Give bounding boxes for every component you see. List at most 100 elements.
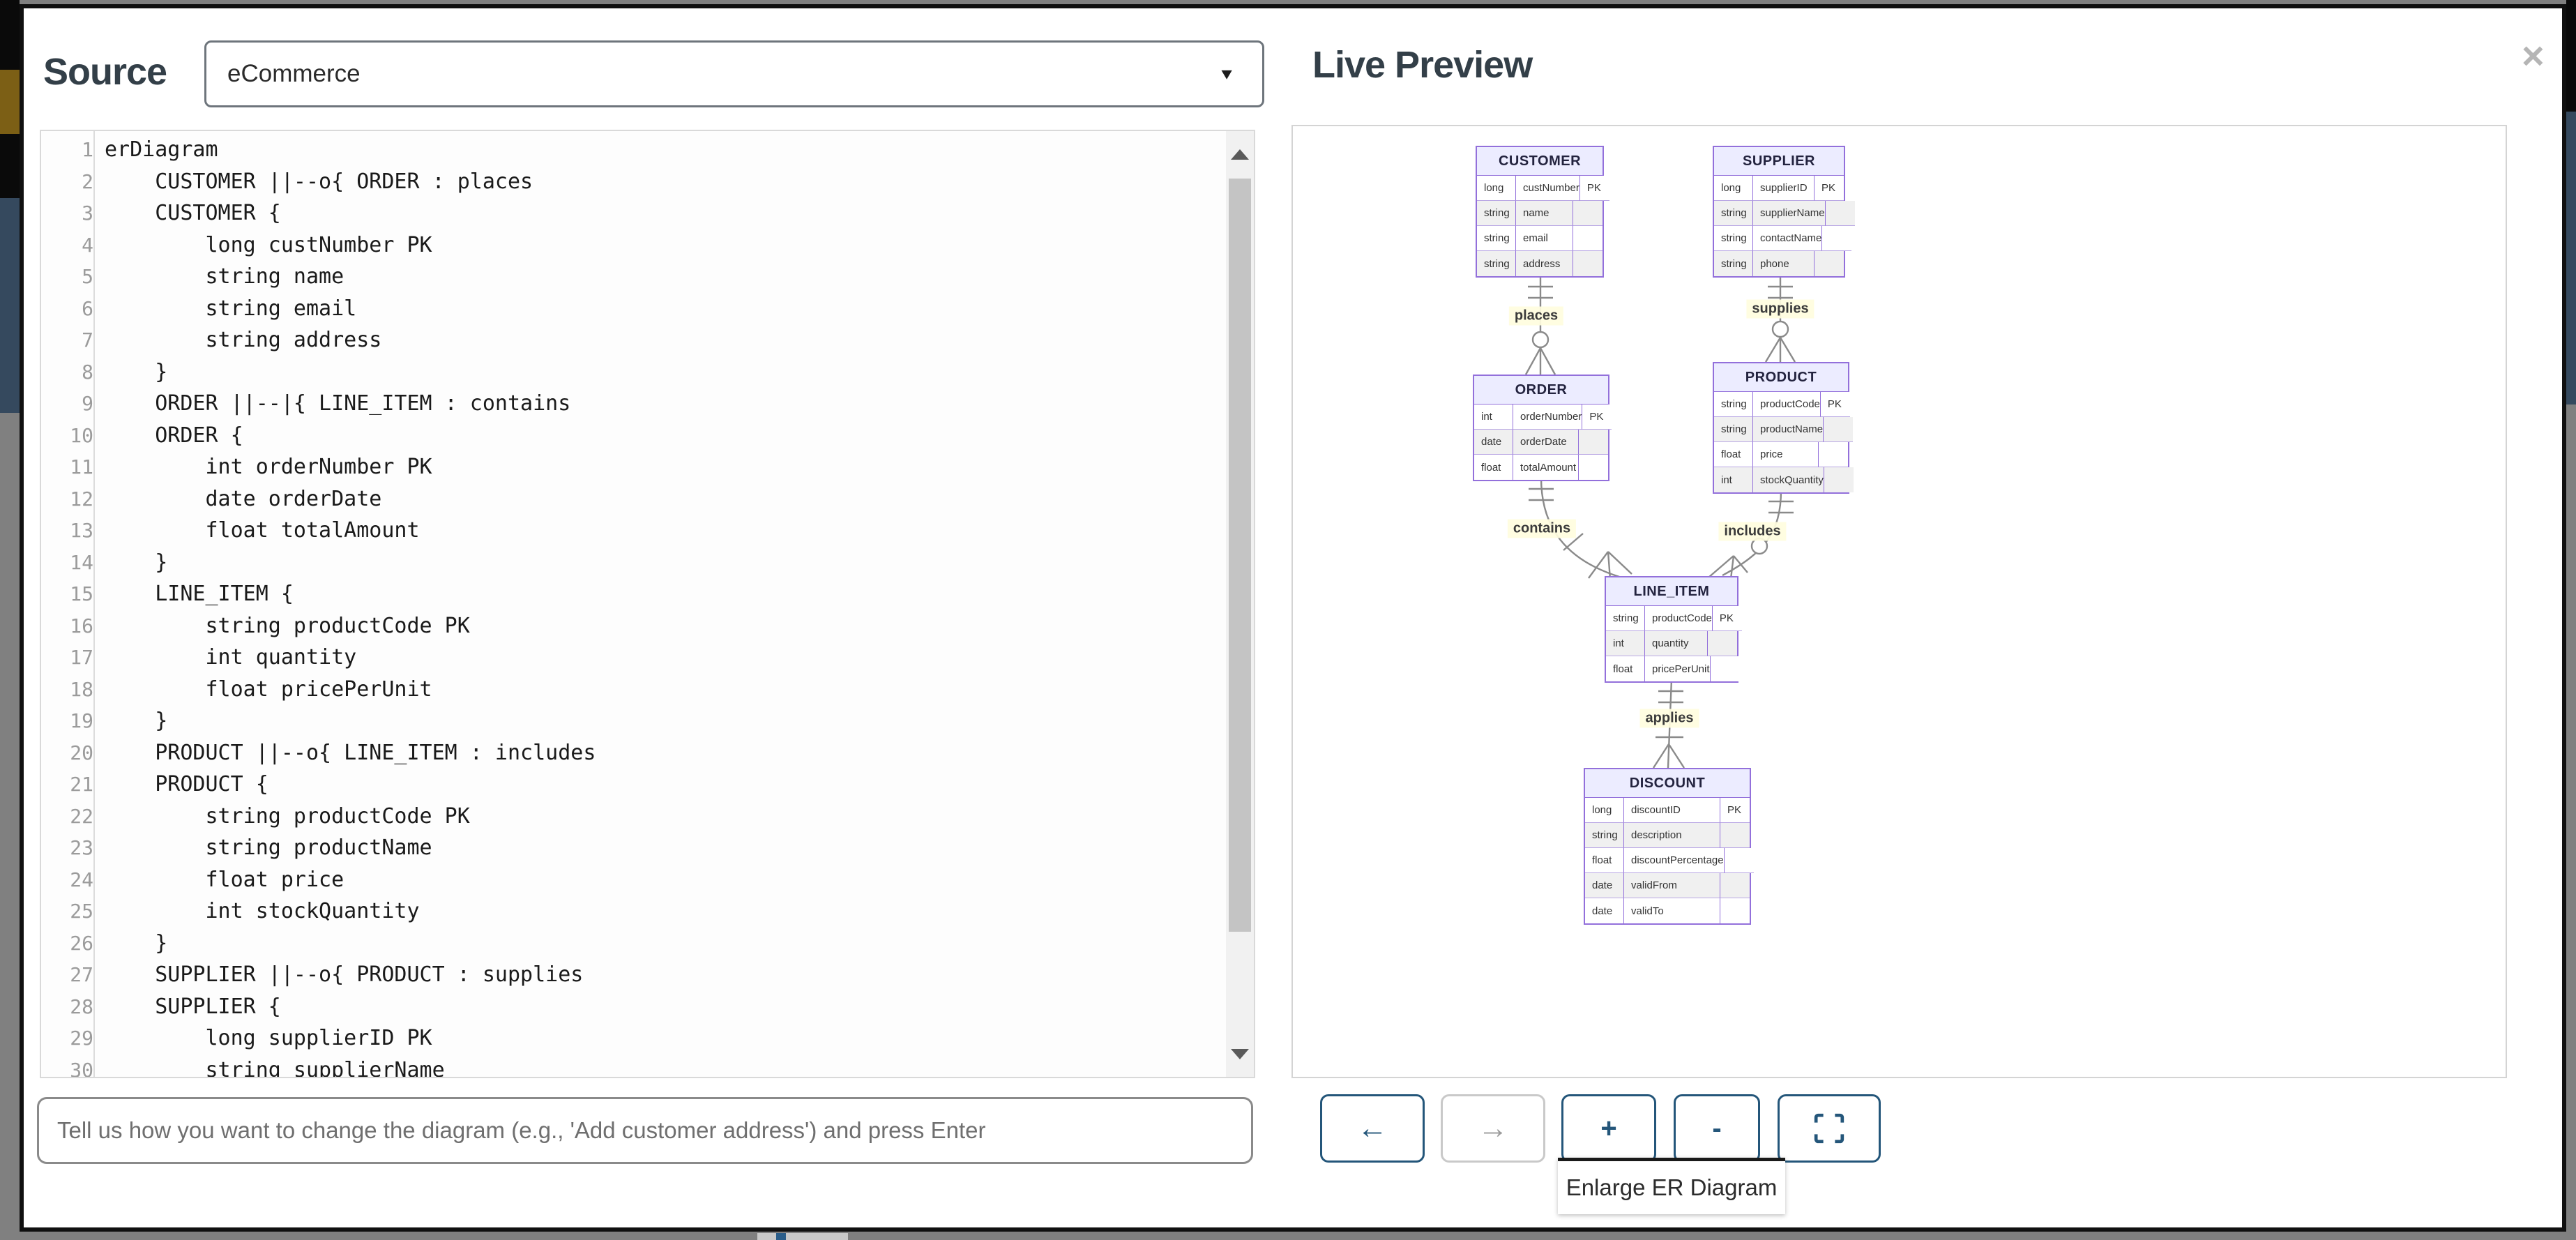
code-text: float totalAmount [105, 518, 420, 543]
attribute-type: string [1714, 417, 1753, 442]
code-line: 16 string productCode PK [41, 610, 1226, 642]
attribute-key [1573, 251, 1603, 276]
background-right-black [2566, 0, 2576, 112]
line-number: 2 [82, 169, 93, 193]
line-number: 22 [70, 804, 93, 828]
zoom-out-button[interactable]: - [1674, 1094, 1760, 1163]
code-line: 28 SUPPLIER { [41, 991, 1226, 1023]
attribute-type: string [1606, 606, 1645, 631]
code-line: 2 CUSTOMER ||--o{ ORDER : places [41, 166, 1226, 198]
line-number: 20 [70, 741, 93, 764]
code-line: 22 string productCode PK [41, 801, 1226, 833]
attribute-key [1824, 467, 1854, 492]
editor-scrollbar-thumb[interactable] [1229, 179, 1251, 932]
attribute-type: string [1477, 251, 1516, 276]
code-text: int quantity [105, 645, 357, 670]
attribute-key [1824, 417, 1854, 442]
attribute-type: float [1585, 848, 1624, 873]
attribute-name: contactName [1753, 226, 1823, 251]
code-line: 17 int quantity [41, 642, 1226, 674]
code-text: int orderNumber PK [105, 455, 432, 480]
attribute-key: PK [1582, 404, 1612, 430]
code-text: float pricePerUnit [105, 676, 432, 702]
attribute-type: int [1474, 404, 1513, 430]
code-line: 19 } [41, 705, 1226, 737]
code-line: 27 SUPPLIER ||--o{ PRODUCT : supplies [41, 959, 1226, 991]
line-number: 12 [70, 487, 93, 511]
entity-title: SUPPLIER [1714, 147, 1844, 176]
attribute-name: custNumber [1516, 176, 1580, 201]
line-number: 3 [82, 202, 93, 225]
attribute-key [1724, 848, 1754, 873]
background-right-blue [2566, 112, 2576, 404]
entity-title: LINE_ITEM [1606, 577, 1737, 606]
entity-title: DISCOUNT [1585, 769, 1750, 798]
line-number: 15 [70, 582, 93, 606]
code-text: ORDER ||--|{ LINE_ITEM : contains [105, 391, 571, 416]
attribute-key: PK [1712, 606, 1742, 631]
code-line: 9 ORDER ||--|{ LINE_ITEM : contains [41, 388, 1226, 420]
enlarge-diagram-button[interactable] [1778, 1094, 1881, 1163]
code-line: 6 string email [41, 293, 1226, 325]
attribute-name: orderDate [1513, 430, 1579, 455]
attribute-type: string [1714, 392, 1753, 417]
code-text: PRODUCT ||--o{ LINE_ITEM : includes [105, 740, 596, 765]
undo-back-button[interactable]: ← [1320, 1094, 1425, 1163]
attribute-name: quantity [1645, 631, 1708, 656]
line-number: 4 [82, 233, 93, 257]
entity-title: PRODUCT [1714, 363, 1848, 392]
code-text: string productCode PK [105, 803, 470, 829]
code-line: 14 } [41, 547, 1226, 579]
edge-places [1524, 274, 1556, 375]
line-number: 28 [70, 995, 93, 1018]
line-number: 9 [82, 392, 93, 416]
code-text: SUPPLIER { [105, 994, 281, 1019]
line-number: 18 [70, 677, 93, 701]
line-number: 21 [70, 773, 93, 796]
line-number: 27 [70, 963, 93, 987]
redo-forward-button[interactable]: → [1441, 1094, 1545, 1163]
attribute-key [1720, 823, 1750, 848]
attribute-type: long [1477, 176, 1516, 201]
code-line: 3 CUSTOMER { [41, 197, 1226, 229]
scrollbar-up-button[interactable] [1226, 131, 1254, 177]
scrollbar-down-button[interactable] [1226, 1031, 1254, 1077]
zoom-in-button[interactable]: + [1561, 1094, 1656, 1163]
code-line: 26 } [41, 928, 1226, 960]
enlarge-tooltip: Enlarge ER Diagram [1558, 1158, 1785, 1214]
close-icon[interactable]: × [2522, 33, 2545, 77]
triangle-down-icon [1231, 1048, 1249, 1059]
code-line: 25 int stockQuantity [41, 895, 1226, 928]
attribute-key: PK [1820, 392, 1850, 417]
attribute-name: discountPercentage [1624, 848, 1725, 873]
attribute-key: PK [1720, 798, 1750, 823]
attribute-type: int [1714, 467, 1753, 492]
line-number: 17 [70, 646, 93, 670]
code-line: 11 int orderNumber PK [41, 451, 1226, 483]
line-number: 29 [70, 1027, 93, 1050]
diagram-change-prompt-input[interactable] [37, 1097, 1253, 1164]
diagram-source-dropdown[interactable]: eCommerce ▼ [204, 40, 1264, 107]
code-text: long custNumber PK [105, 232, 432, 257]
code-line: 7 string address [41, 324, 1226, 356]
line-number: 24 [70, 868, 93, 891]
entity-title: CUSTOMER [1477, 147, 1603, 176]
edge-contains [1529, 477, 1632, 580]
code-line: 30 string supplierName [41, 1054, 1226, 1077]
code-text: } [105, 709, 168, 734]
live-preview-title: Live Preview [1312, 44, 1533, 86]
chevron-down-icon: ▼ [1218, 64, 1236, 83]
line-number: 30 [70, 1058, 93, 1077]
